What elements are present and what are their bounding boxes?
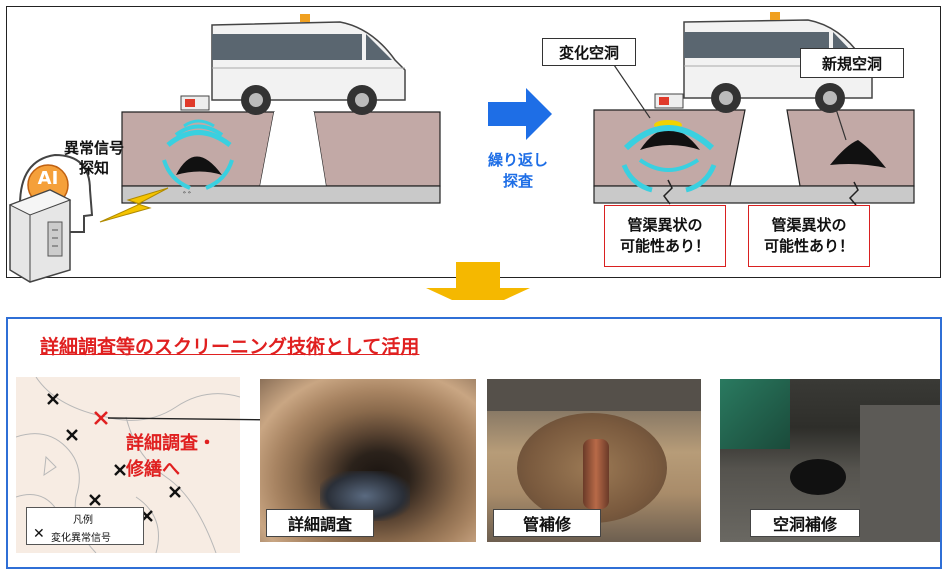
photo-label-inspection: 詳細調査	[266, 509, 374, 537]
ai-server-icon	[8, 153, 94, 283]
marker-x-icon	[47, 393, 181, 522]
screening-heading: 詳細調査等のスクリーニング技術として活用	[40, 336, 420, 358]
photo-label-cavity-repair: 空洞補修	[750, 509, 860, 537]
cavity-repair-photo: 空洞補修	[720, 379, 940, 542]
photo-label-pipe-repair: 管補修	[493, 509, 601, 537]
right-arrow-icon	[488, 88, 552, 140]
anomaly-map: 詳細調査・ 修繕へ 凡例 ✕ 変化異常信号	[16, 377, 240, 553]
pipe-anomaly-alert-2: 管渠異状の 可能性あり！	[748, 205, 870, 267]
manhole-inspection-photo: 詳細調査	[260, 379, 476, 542]
pipe-anomaly-alert-1: 管渠異状の 可能性あり！	[604, 205, 726, 267]
pipe-repair-photo: 管補修	[487, 379, 701, 542]
map-legend: 凡例 ✕ 変化異常信号	[26, 507, 144, 545]
lightning-icon	[99, 187, 169, 223]
survey-van-left	[180, 14, 406, 115]
new-cavity-label: 新規空洞	[800, 48, 904, 78]
ai-label: AI	[37, 168, 59, 189]
down-arrow-icon	[426, 262, 530, 300]
cavity-new	[830, 140, 886, 206]
cavity-changed	[621, 120, 717, 205]
survey-van-right	[654, 12, 873, 113]
svg-text:ﾞﾞ: ﾞﾞ	[183, 191, 193, 203]
abnormal-signal-text: 異常信号 探知	[64, 139, 125, 177]
legend-x-icon: ✕	[33, 526, 45, 542]
application-panel	[6, 317, 942, 569]
repeat-survey-text: 繰り返し 探査	[487, 151, 548, 190]
anomaly-markers	[47, 393, 181, 522]
map-callout: 詳細調査・ 修繕へ	[126, 433, 216, 480]
changed-signal-x-icon	[94, 411, 108, 425]
detection-illustration: ﾞﾞ	[8, 12, 915, 300]
road-section-left	[121, 111, 441, 204]
cavity-left: ﾞﾞ	[162, 119, 234, 203]
changed-cavity-label: 変化空洞	[542, 38, 636, 66]
